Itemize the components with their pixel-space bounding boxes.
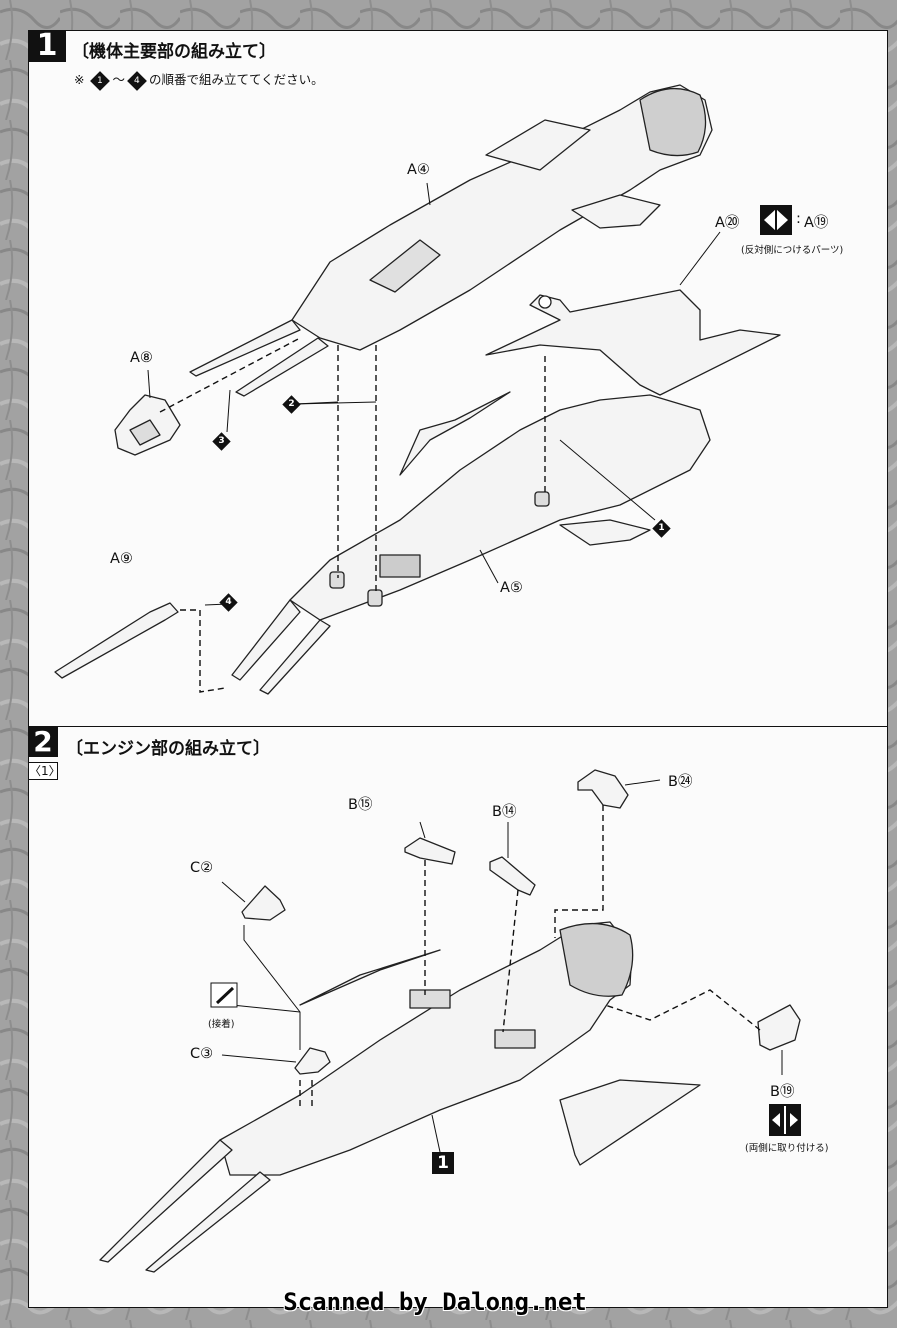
label-opposite-side-note: (反対側につけるパーツ) [741, 245, 844, 256]
label-c2: C② [190, 860, 214, 876]
label-b15: B⑮ [348, 797, 373, 813]
label-b14: B⑭ [492, 804, 517, 820]
note-text: の順番で組み立ててください。 [148, 72, 324, 87]
label-both-sides: (両側に取り付ける) [745, 1143, 829, 1154]
step2-number: 2 [28, 727, 58, 757]
part-b19-drawing [757, 1004, 801, 1051]
step2-title: 〔エンジン部の組み立て〕 [66, 739, 270, 759]
opposite-side-icon [760, 205, 792, 235]
label-a8: A⑧ [130, 350, 153, 366]
label-a20: A⑳ [715, 215, 740, 231]
label-a19-sep: : [796, 211, 801, 227]
part-a9-drawing [54, 602, 179, 679]
scan-watermark: Scanned by Dalong.net [283, 1288, 587, 1316]
both-sides-icon [769, 1104, 801, 1136]
label-a4: A④ [407, 162, 430, 178]
label-a9: A⑨ [110, 551, 133, 567]
label-glue: (接着) [208, 1019, 235, 1030]
label-c3: C③ [190, 1046, 214, 1062]
part-a8-drawing [114, 394, 181, 456]
step1-title: 〔機体主要部の組み立て〕 [72, 42, 276, 62]
section-divider [28, 726, 888, 727]
part-c2-drawing [241, 885, 286, 921]
part-b15-drawing [404, 837, 456, 865]
step-marker-3: 3 [212, 432, 231, 451]
assembled-fuselage-drawing [99, 921, 701, 1273]
part-b14-drawing [489, 856, 536, 896]
step2-sub-step: 〈1〉 [28, 762, 61, 780]
note-prefix: ※ [74, 72, 85, 87]
label-b24: B㉔ [668, 774, 693, 790]
step1-reference-box: 1 [432, 1152, 454, 1174]
step-marker-1: 1 [652, 519, 671, 538]
note-tilde: 〜 [112, 72, 125, 87]
label-a19: A⑲ [804, 215, 829, 231]
label-a5: A⑤ [500, 580, 523, 596]
step-marker-2: 2 [282, 395, 301, 414]
glue-icon [210, 982, 238, 1008]
step-marker-4: 4 [219, 593, 238, 612]
part-c3-drawing [294, 1047, 331, 1075]
part-a5-drawing [231, 391, 711, 695]
label-b19: B⑲ [770, 1084, 795, 1100]
part-b24-drawing [577, 769, 629, 809]
part-a20-drawing [485, 289, 781, 396]
part-a4-drawing [189, 84, 713, 397]
step1-number: 1 [28, 30, 66, 62]
